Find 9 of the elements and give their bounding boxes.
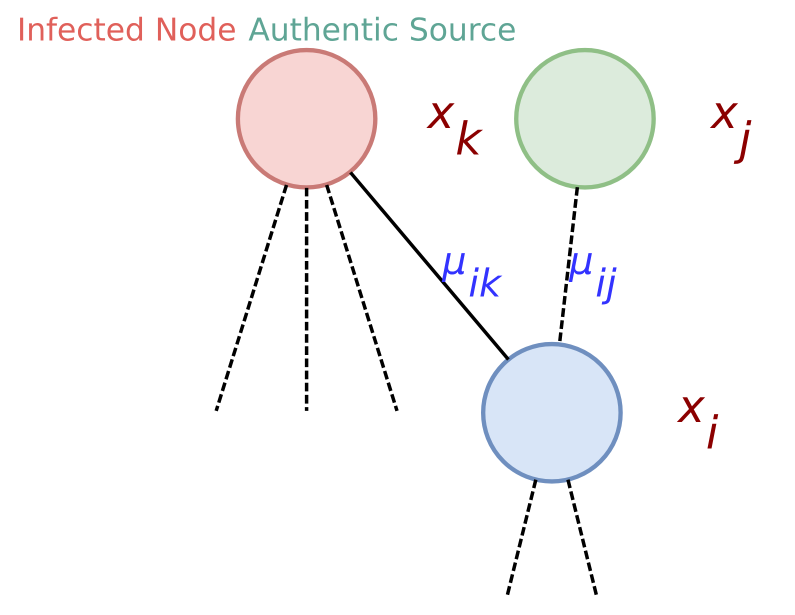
connector bbox=[325, 184, 399, 412]
connector bbox=[349, 171, 510, 361]
connector bbox=[214, 184, 288, 412]
connector bbox=[304, 188, 308, 411]
node-circle bbox=[481, 342, 623, 484]
node-circle bbox=[236, 48, 378, 190]
node-label: Authentic Source bbox=[248, 12, 516, 48]
node-label: Infected Node bbox=[16, 12, 237, 48]
node-circle bbox=[514, 48, 656, 190]
